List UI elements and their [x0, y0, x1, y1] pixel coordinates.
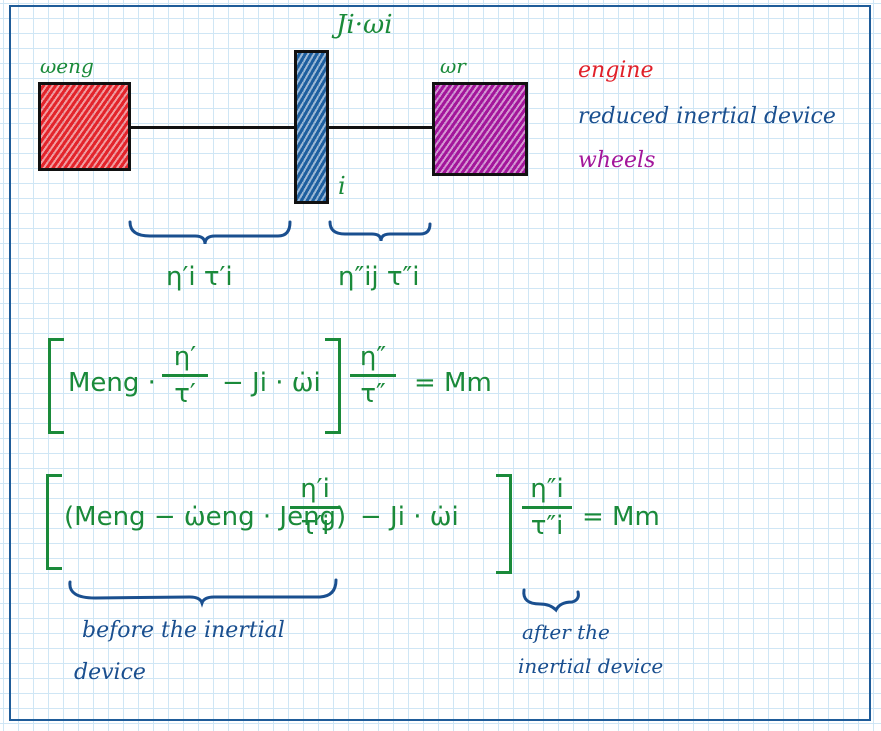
- left-efficiency-label: η′i τ′i: [166, 262, 233, 292]
- page-frame: [9, 5, 871, 721]
- eq2-frac1-den: τ′i: [300, 511, 330, 541]
- eq2-frac2-num: η″i: [530, 474, 564, 504]
- eq2-frac1-num: η′i: [300, 474, 330, 504]
- eq2-fraction2: η″i τ″i: [522, 474, 572, 541]
- wheels-speed-label: ωr: [440, 54, 466, 78]
- brace-right-stage: [328, 220, 432, 242]
- engine-block: [38, 82, 131, 171]
- right-efficiency-label: η″ij τ″i: [338, 262, 420, 292]
- eq1-fraction2: η″ τ″: [350, 342, 396, 409]
- inertial-label: Ji·ωi: [336, 10, 393, 40]
- legend-inertial-device: reduced inertial device: [578, 104, 836, 129]
- annotation-after-line2: inertial device: [518, 654, 664, 678]
- eq1-frac1-bar: [162, 374, 208, 377]
- brace-before: [68, 578, 338, 608]
- eq1-rhs: = Mm: [414, 368, 492, 398]
- wheels-block: [432, 82, 528, 176]
- inertial-device-block: [294, 50, 329, 204]
- annotation-after-line1: after the: [522, 620, 610, 644]
- eq1-term2: − Ji · ω̇i: [222, 368, 321, 398]
- inertial-index: i: [338, 172, 346, 200]
- eq1-left-bracket: [48, 338, 64, 434]
- eq2-right-bracket: [496, 474, 512, 574]
- shaft-engine-inertia: [130, 126, 295, 129]
- eq2-fraction1: η′i τ′i: [290, 474, 340, 541]
- eq1-right-bracket: [325, 338, 341, 434]
- annotation-before-line2: device: [74, 660, 146, 685]
- eq1-frac2-den: τ″: [360, 379, 386, 409]
- shaft-inertia-wheels: [328, 126, 433, 129]
- eq2-frac1-bar: [290, 506, 340, 509]
- legend-wheels: wheels: [578, 148, 656, 173]
- eq1-frac2-num: η″: [359, 342, 387, 372]
- brace-after: [522, 588, 580, 613]
- eq1-fraction1: η′ τ′: [162, 342, 208, 409]
- eq2-rhs: = Mm: [582, 502, 660, 532]
- legend-engine: engine: [578, 58, 654, 83]
- brace-left-stage: [128, 220, 292, 245]
- eq2-left-bracket: [46, 474, 62, 570]
- engine-speed-label: ωeng: [40, 54, 94, 78]
- annotation-before-line1: before the inertial: [82, 618, 285, 643]
- eq2-term2: − Ji · ω̇i: [360, 502, 459, 532]
- eq2-frac2-den: τ″i: [530, 511, 564, 541]
- eq1-frac1-den: τ′: [174, 379, 196, 409]
- eq1-frac1-num: η′: [173, 342, 197, 372]
- eq2-frac2-bar: [522, 506, 572, 509]
- eq1-term1: Meng ·: [68, 368, 156, 398]
- eq1-frac2-bar: [350, 374, 396, 377]
